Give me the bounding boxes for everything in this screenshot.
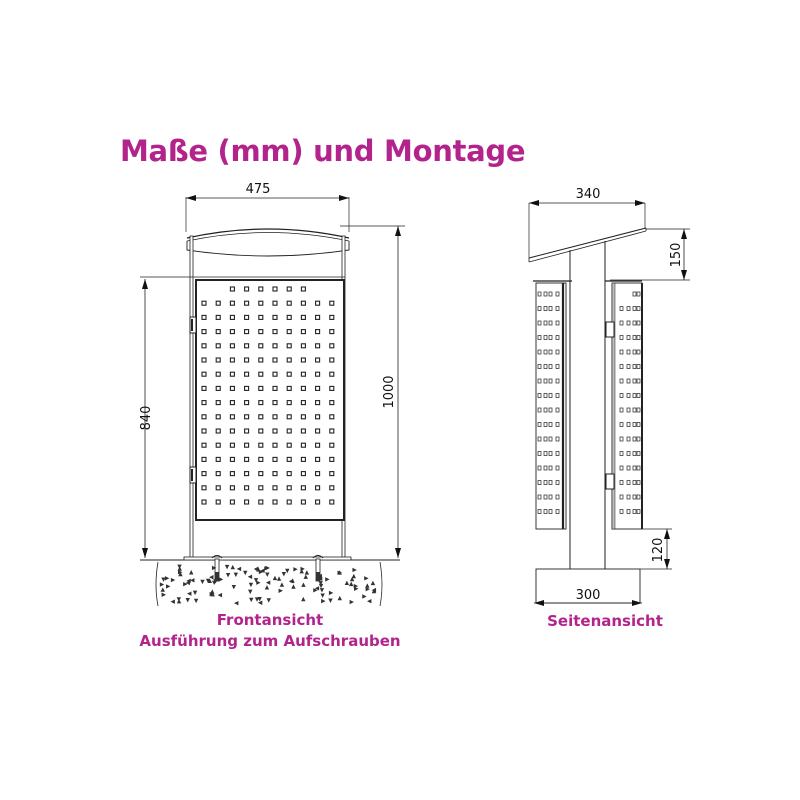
front-view-caption: Frontansicht Ausführung zum Aufschrauben bbox=[120, 610, 420, 652]
dim-roof-depth-340: 340 bbox=[576, 187, 601, 202]
front-view-label: Frontansicht bbox=[216, 611, 324, 629]
perforation-holes-left bbox=[537, 291, 560, 514]
dim-roof-height-150: 150 bbox=[669, 243, 684, 268]
side-view: 340 150 120 300 bbox=[528, 187, 690, 606]
front-view-mounting-label: Ausführung zum Aufschrauben bbox=[139, 632, 401, 650]
dim-base-clearance-120: 120 bbox=[651, 538, 666, 563]
page-title: Maße (mm) und Montage bbox=[120, 134, 526, 168]
perforation-holes bbox=[201, 286, 335, 505]
front-view: 475 840 1000 bbox=[139, 182, 405, 607]
dim-base-depth-300: 300 bbox=[576, 588, 601, 603]
side-view-caption: Seitenansicht bbox=[547, 612, 663, 630]
perforation-holes-right bbox=[619, 291, 641, 514]
dim-width-475: 475 bbox=[246, 182, 271, 197]
dim-height-1000: 1000 bbox=[382, 375, 397, 408]
dim-height-840: 840 bbox=[139, 406, 154, 431]
concrete-foundation bbox=[159, 564, 377, 606]
